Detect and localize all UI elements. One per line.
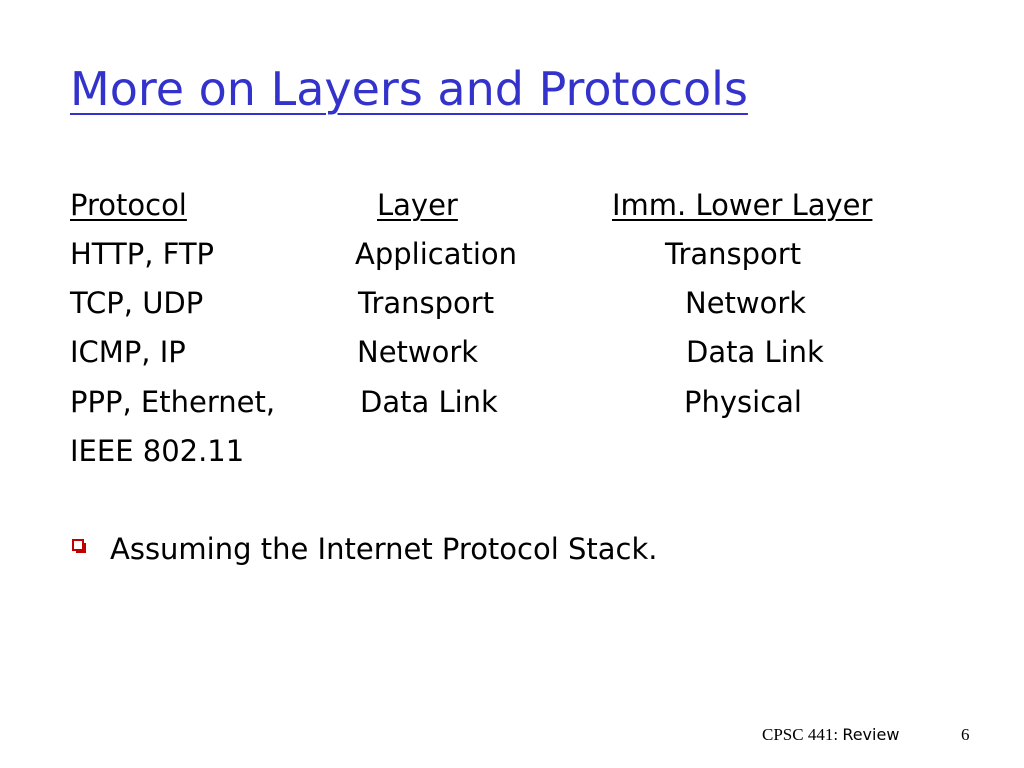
- lower-layer-cell: Transport: [665, 237, 802, 271]
- protocol-cell: PPP, Ethernet,: [70, 385, 276, 419]
- layer-cell: Data Link: [360, 385, 498, 419]
- header-imm-lower-layer: Imm. Lower Layer: [612, 188, 873, 222]
- protocol-cell: IEEE 802.11: [70, 434, 245, 468]
- slide-title: More on Layers and Protocols: [70, 62, 748, 116]
- protocol-cell: HTTP, FTP: [70, 237, 215, 271]
- footer-course: CPSC 441: Review: [762, 724, 899, 746]
- footer-course-label: CPSC 441:: [762, 725, 839, 744]
- lower-layer-cell: Network: [685, 286, 807, 320]
- protocol-cell: TCP, UDP: [70, 286, 204, 320]
- bullet-text: Assuming the Internet Protocol Stack.: [110, 532, 658, 566]
- footer-topic: Review: [842, 725, 900, 744]
- header-layer: Layer: [377, 188, 458, 222]
- lower-layer-cell: Physical: [684, 385, 802, 419]
- header-protocol: Protocol: [70, 188, 187, 222]
- layer-cell: Application: [355, 237, 518, 271]
- protocol-cell: ICMP, IP: [70, 335, 186, 369]
- layer-cell: Network: [357, 335, 479, 369]
- lower-layer-cell: Data Link: [686, 335, 824, 369]
- bullet-box-icon: [72, 539, 86, 553]
- slide-number: 6: [961, 725, 970, 744]
- layer-cell: Transport: [358, 286, 495, 320]
